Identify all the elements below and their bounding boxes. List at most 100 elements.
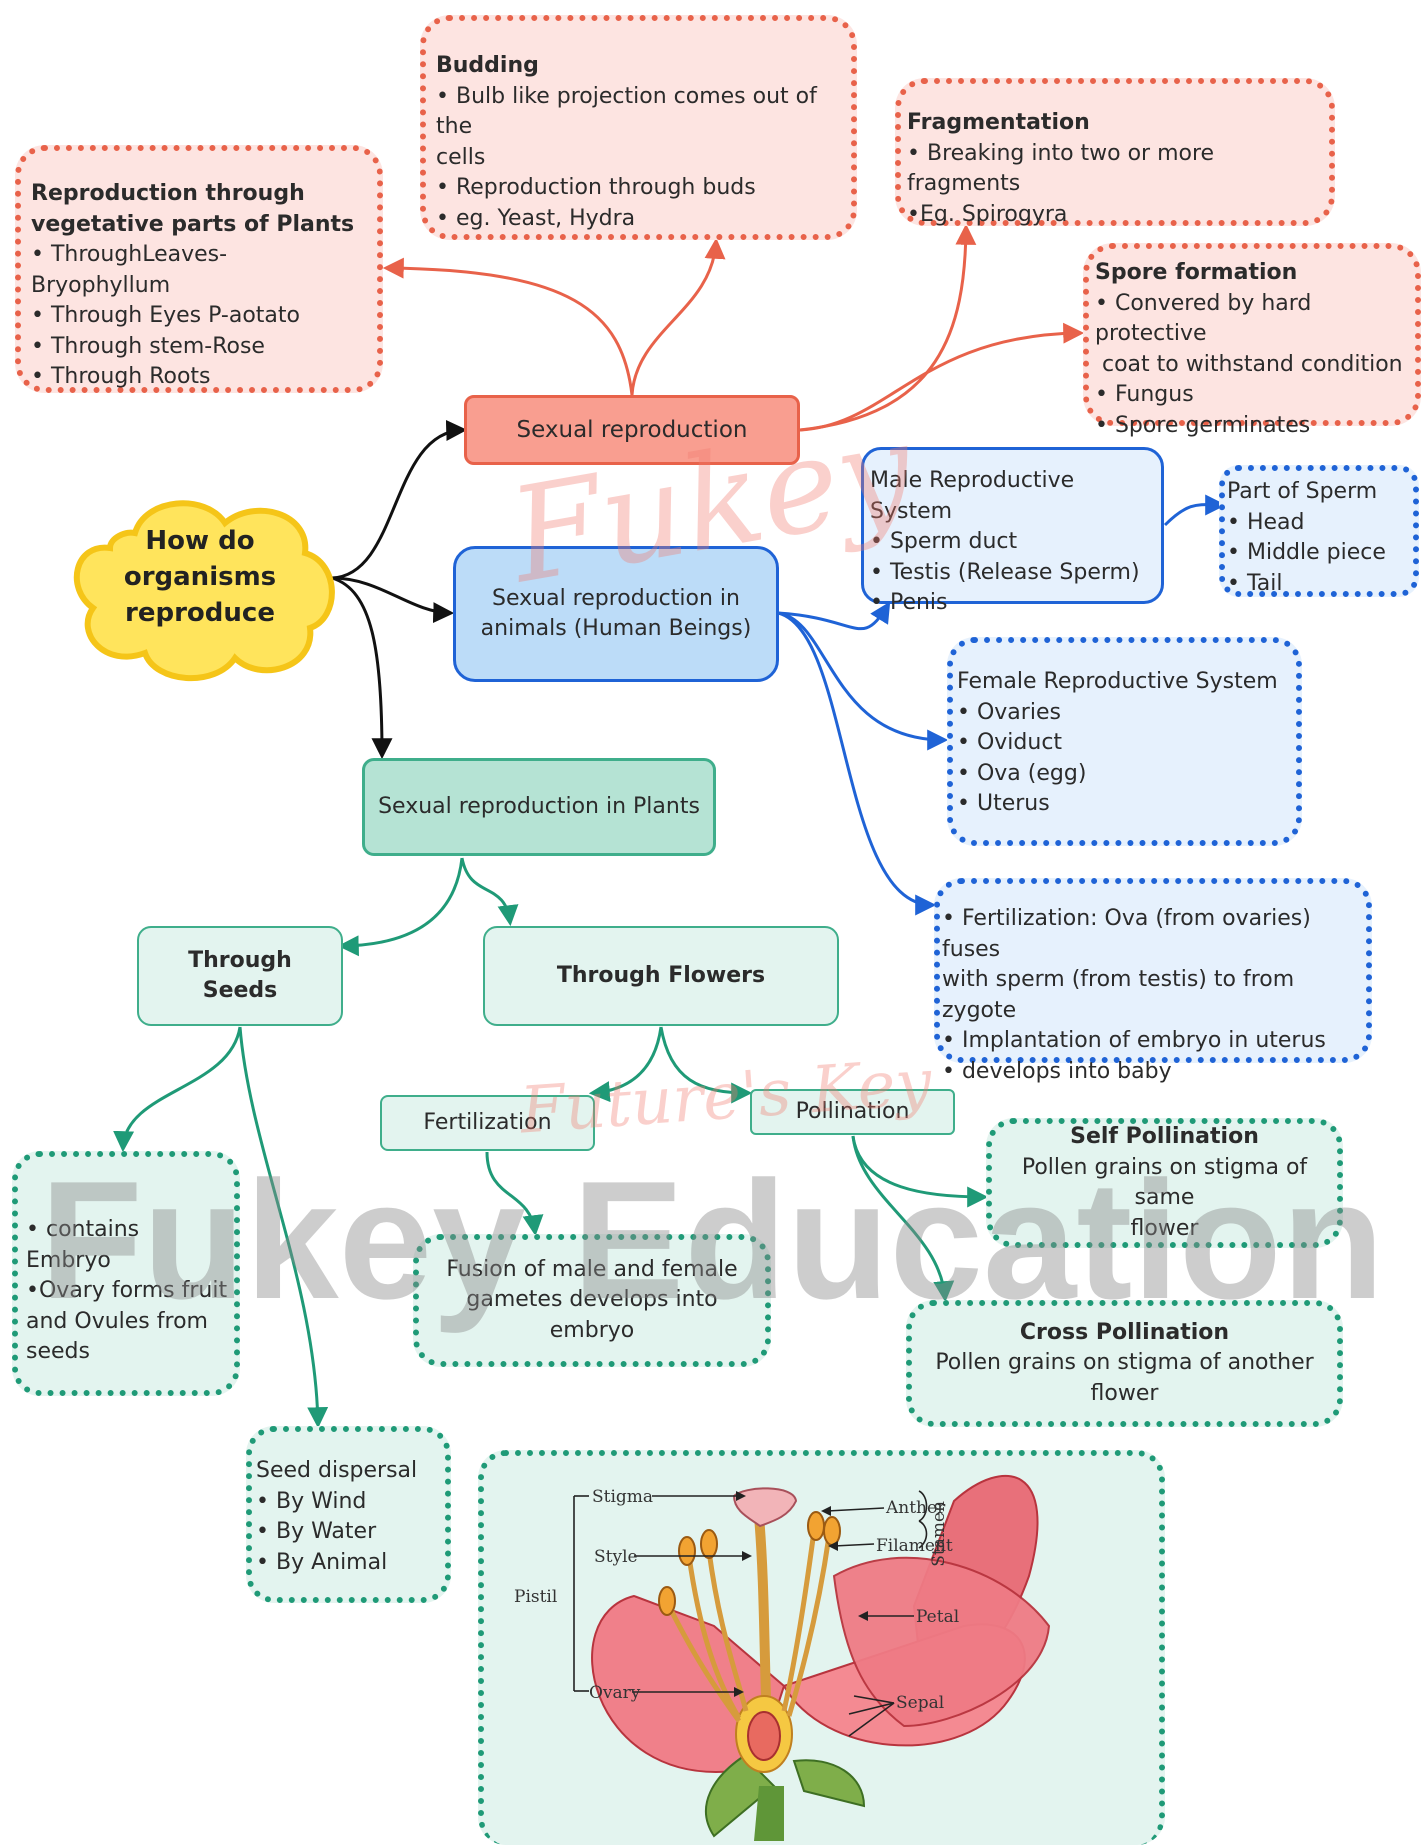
spore-line: • Fungus <box>1095 382 1194 407</box>
stamen-label: Stamen <box>929 1501 949 1567</box>
flower-diagram-box: Stigma Style Pistil Ovary Anther Filamen… <box>478 1450 1165 1845</box>
cloud-shape <box>73 500 335 681</box>
stigma-label: Stigma <box>592 1487 653 1507</box>
female-line: • Oviduct <box>957 730 1063 755</box>
link-to-sperm <box>1163 494 1227 527</box>
filament-label: Filament <box>876 1536 953 1556</box>
link-to-seed-dispersal <box>238 1026 329 1429</box>
stalk-shape <box>754 1786 784 1841</box>
fragmentation-line: • Breaking into two or more fragments <box>907 140 1215 197</box>
center-line-1: How do <box>145 526 255 556</box>
spore-line: coat to withstand condition <box>1095 351 1403 377</box>
anther-label: Anther <box>885 1498 946 1518</box>
cross-pollination-line: Pollen grains on stigma of another <box>935 1350 1314 1376</box>
front-petal-shape <box>832 1556 1051 1728</box>
pollination-node: Pollination <box>750 1089 955 1135</box>
female-reproductive-system-box: Female Reproductive System • Ovaries • O… <box>947 637 1302 846</box>
self-pollination-line: flower <box>1130 1215 1199 1241</box>
asexual-reproduction-node: Sexual reproduction <box>464 395 800 465</box>
link-to-spore <box>799 322 1085 432</box>
style-label: Style <box>594 1547 638 1567</box>
seed-embryo-line: and Ovules from <box>26 1308 208 1334</box>
sperm-parts-box: Part of Sperm • Head • Middle piece • Ta… <box>1219 465 1419 597</box>
male-reproductive-system-box: Male Reproductive System • Sperm duct • … <box>861 447 1164 615</box>
through-flowers-label: Through Flowers <box>556 962 766 988</box>
male-line: • Penis <box>870 590 948 615</box>
sperm-line: • Tail <box>1227 570 1283 596</box>
link-to-fertilization-human <box>777 611 937 916</box>
link-to-cross-pollination <box>851 1135 955 1303</box>
female-line: • Uterus <box>957 791 1050 816</box>
link-center-to-plants <box>331 576 393 760</box>
vegetative-item: • Through Roots <box>31 364 211 389</box>
spore-title: Spore formation <box>1095 260 1298 285</box>
link-to-seed-embryo <box>113 1026 242 1153</box>
through-flowers-node: Through Flowers <box>483 926 839 1026</box>
cross-pollination-box: Cross Pollination Pollen grains on stigm… <box>906 1300 1343 1427</box>
sepal-shape <box>792 1759 866 1808</box>
through-seeds-label: Through Seeds <box>188 947 292 1004</box>
link-to-male <box>777 601 891 631</box>
fertilization-human-line: • develops into baby <box>942 1058 1172 1084</box>
cross-pollination-line: flower <box>1090 1380 1159 1406</box>
sepal-label: Sepal <box>896 1693 944 1713</box>
fertilization-human-line: with sperm (from testis) to from zygote <box>942 967 1295 1023</box>
sperm-line: • Head <box>1227 509 1305 535</box>
style-shape <box>754 1515 771 1697</box>
budding-line: • eg. Yeast, Hydra <box>436 205 636 231</box>
spore-formation-box: Spore formation • Convered by hard prote… <box>1083 243 1421 438</box>
through-seeds-node: Through Seeds <box>137 926 343 1026</box>
sperm-line: • Middle piece <box>1227 540 1386 565</box>
human-fertilization-box: • Fertilization: Ova (from ovaries) fuse… <box>934 878 1372 1084</box>
self-pollination-title: Self Pollination <box>1070 1124 1259 1149</box>
vegetative-item: • ThroughLeaves- Bryophyllum <box>31 242 228 298</box>
fragmentation-box: Fragmentation • Breaking into two or mor… <box>895 78 1335 227</box>
fertilization-human-line: • Implantation of embryo in uterus <box>942 1028 1326 1053</box>
animals-reproduction-node: Sexual reproduction in animals (Human Be… <box>453 546 779 682</box>
budding-line: • Reproduction through buds <box>436 175 756 200</box>
center-line-2: organisms <box>123 562 277 592</box>
fusion-box: Fusion of male and female gametes develo… <box>413 1234 771 1367</box>
center-line-3: reproduce <box>125 598 275 628</box>
budding-title: Budding <box>436 53 539 78</box>
fertilization-node: Fertilization <box>380 1095 595 1151</box>
flower-illustration: Stigma Style Pistil Ovary Anther Filamen… <box>514 1474 1051 1841</box>
link-to-fusion <box>485 1151 544 1237</box>
fusion-line: Fusion of male and female <box>446 1256 738 1282</box>
animals-hub-line: animals (Human Beings) <box>480 616 752 641</box>
plants-reproduction-node: Sexual reproduction in Plants <box>362 758 716 856</box>
link-to-fragmentation <box>799 223 977 432</box>
male-line: • Sperm duct <box>870 529 1018 554</box>
petal-label: Petal <box>916 1607 959 1627</box>
vegetative-reproduction-box: Reproduction through vegetative parts of… <box>15 145 383 393</box>
pollination-label: Pollination <box>795 1098 910 1124</box>
vegetative-title-line-2: vegetative parts of Plants <box>31 211 355 237</box>
seed-embryo-line: • contains Embryo <box>26 1217 140 1273</box>
spore-line: • Convered by hard protective <box>1095 290 1312 347</box>
seed-embryo-box: • contains Embryo •Ovary forms fruit and… <box>12 1151 240 1396</box>
link-to-flowers <box>460 857 519 927</box>
stigma-shape <box>732 1487 798 1528</box>
link-to-budding <box>630 237 726 396</box>
spore-line: • Spore germinates <box>1095 412 1311 438</box>
link-center-to-animals <box>331 576 455 624</box>
pistil-label: Pistil <box>514 1587 557 1607</box>
plants-hub-label: Sexual reproduction in Plants <box>378 793 700 819</box>
fertilization-label: Fertilization <box>423 1109 552 1135</box>
budding-line: • Bulb like projection comes out of the <box>436 83 817 140</box>
link-to-pollination <box>659 1026 753 1104</box>
self-pollination-line: Pollen grains on stigma of same <box>1021 1154 1308 1211</box>
cross-pollination-title: Cross Pollination <box>1019 1319 1230 1345</box>
seed-dispersal-line: • By Water <box>256 1519 377 1544</box>
link-to-seeds <box>337 857 464 957</box>
fertilization-human-line: • Fertilization: Ova (from ovaries) fuse… <box>942 906 1311 962</box>
link-to-self-pollination <box>851 1135 989 1208</box>
female-line: • Ovaries <box>957 699 1061 725</box>
self-pollination-box: Self Pollination Pollen grains on stigma… <box>986 1118 1343 1248</box>
link-center-to-asexual <box>331 419 468 580</box>
link-to-female <box>777 611 949 751</box>
ovary-label: Ovary <box>589 1683 641 1703</box>
budding-line: cells <box>436 144 486 170</box>
asexual-reproduction-label: Sexual reproduction <box>516 416 748 443</box>
male-line: Male Reproductive System <box>870 468 1075 524</box>
